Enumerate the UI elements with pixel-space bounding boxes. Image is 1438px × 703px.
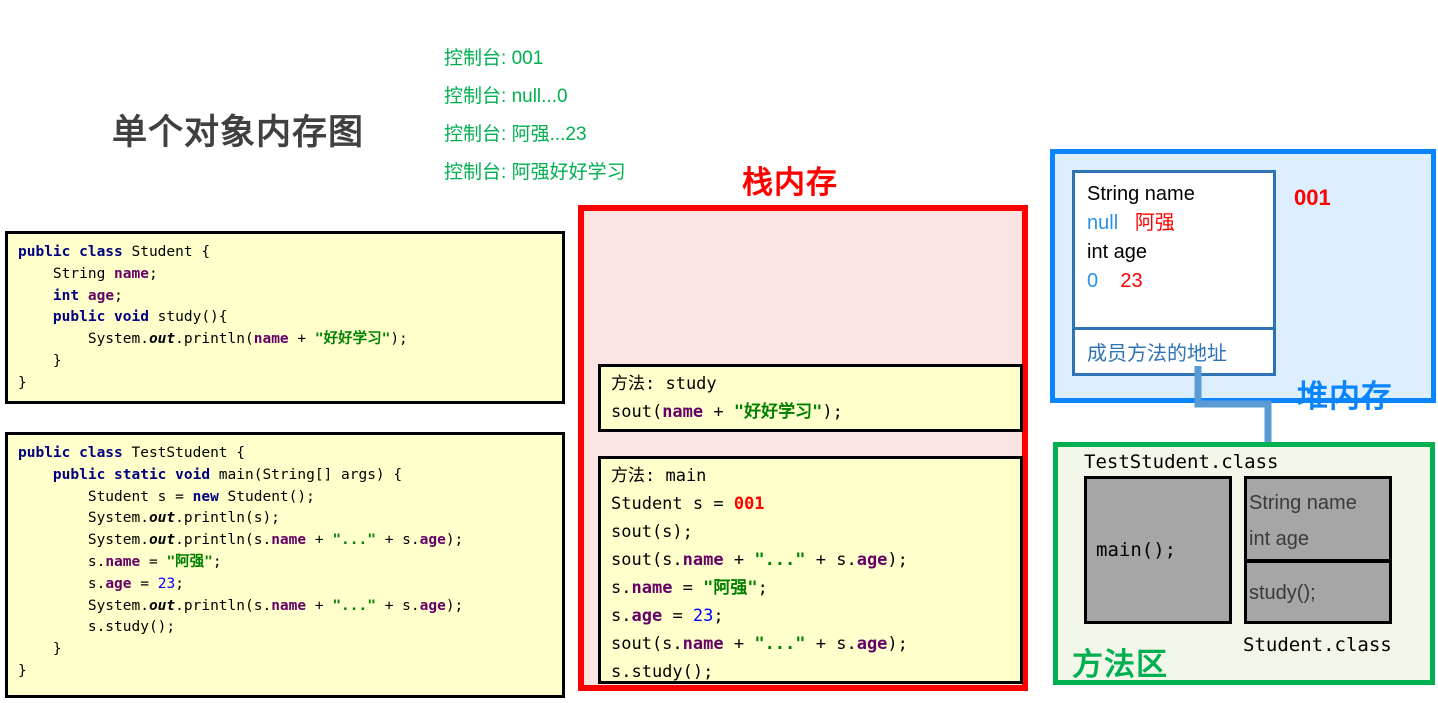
- console-line: 控制台: null...0: [444, 78, 774, 116]
- heap-field-values: 0 23: [1087, 266, 1273, 296]
- page-title: 单个对象内存图: [112, 113, 365, 152]
- method-area-student-methods: [1244, 563, 1392, 624]
- heap-field-new-value: 阿强: [1134, 212, 1175, 234]
- heap-object-address: 001: [1294, 185, 1331, 210]
- method-area-class-name-student: Student.class: [1243, 634, 1392, 656]
- method-area-student-field: String name: [1249, 492, 1357, 514]
- console-line-value: 阿强...23: [511, 124, 587, 145]
- stack-frame-main: 方法: main Student s = 001 sout(s); sout(s…: [598, 456, 1023, 684]
- console-line-prefix: 控制台:: [444, 124, 507, 145]
- stack-frame-study: 方法: study sout(name + "好好学习");: [598, 364, 1023, 432]
- stack-memory-label: 栈内存: [742, 165, 838, 200]
- console-line-prefix: 控制台:: [444, 86, 507, 107]
- heap-method-ref-box: 成员方法的地址: [1072, 330, 1276, 376]
- method-area-class-name-teststudent: TestStudent.class: [1084, 451, 1279, 473]
- console-line-value: null...0: [511, 86, 568, 107]
- heap-field-old-value: 0: [1087, 270, 1099, 292]
- heap-object-box: String name null 阿强 int age 0 23: [1072, 170, 1276, 330]
- heap-field-type: String name: [1087, 183, 1195, 205]
- heap-field-values: null 阿强: [1087, 208, 1273, 238]
- heap-field-type: int age: [1087, 241, 1148, 263]
- heap-field-old-value: null: [1087, 212, 1119, 234]
- heap-memory-label: 堆内存: [1297, 379, 1393, 414]
- console-line-prefix: 控制台:: [444, 162, 507, 183]
- code-block-student: public class Student { String name; int …: [5, 231, 565, 404]
- code-block-teststudent: public class TestStudent { public static…: [5, 432, 565, 698]
- console-line: 控制台: 阿强...23: [444, 116, 774, 154]
- console-line: 控制台: 001: [444, 40, 774, 78]
- console-line-value: 001: [511, 48, 544, 69]
- method-area-teststudent-body: [1084, 476, 1232, 624]
- heap-field-new-value: 23: [1120, 270, 1143, 292]
- console-line: 控制台: 阿强好好学习: [444, 154, 774, 192]
- method-area-student-method: study();: [1249, 582, 1316, 604]
- method-area-student-field: int age: [1249, 528, 1310, 550]
- heap-method-ref-label: 成员方法的地址: [1087, 343, 1227, 365]
- method-area-student-fields: [1244, 476, 1392, 563]
- console-line-prefix: 控制台:: [444, 48, 507, 69]
- method-area-main-entry: main();: [1096, 539, 1177, 561]
- console-output-panel: 控制台: 001 控制台: null...0 控制台: 阿强...23 控制台:…: [444, 40, 774, 192]
- console-line-value: 阿强好好学习: [511, 162, 626, 183]
- method-area-label: 方法区: [1072, 647, 1168, 682]
